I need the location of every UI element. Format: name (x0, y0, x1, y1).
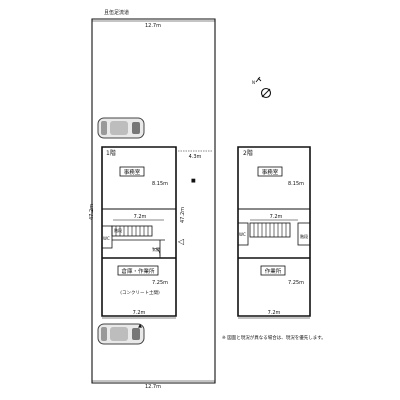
floor2-room-top-label: 事務室 (262, 168, 279, 176)
site-top-width: 12.7m (145, 23, 161, 29)
floor2-wc-label: WC (239, 232, 246, 237)
floor1-plan (101, 146, 177, 317)
car-icon (97, 117, 145, 139)
floor2-stair-label: 階段 (300, 233, 308, 239)
svg-text:■: ■ (191, 178, 196, 184)
floor2-room-bottom-depth: 7.25m (288, 280, 304, 286)
floor1-room-top-label: 事務室 (124, 168, 141, 176)
floor1-entry-label: 玄関 (152, 246, 160, 252)
car-icon (97, 323, 145, 345)
floor1-room-bottom-label: 倉庫・作業所 (121, 267, 155, 275)
floor2-bottom-width: 7.2m (268, 310, 281, 316)
floor2-mid-width: 7.2m (270, 214, 283, 220)
north-arrow-icon: N (252, 76, 272, 99)
north-letter: N (252, 80, 255, 85)
site-depth-left: 47.2m (89, 204, 95, 220)
svg-text:◁: ◁ (177, 237, 184, 246)
floor1-title: 1階 (106, 149, 116, 157)
floor1-stair-label: 階段 (114, 227, 122, 233)
floor1-mid-width: 7.2m (134, 214, 147, 220)
floor2-plan (237, 146, 311, 317)
floor2-room-top-depth: 8.15m (288, 181, 304, 187)
svg-text:▲: ▲ (138, 323, 142, 329)
road-label: 且伍足流道 (104, 9, 129, 16)
floor1-wc-label: WC (103, 236, 110, 241)
setback-dimension: 4.3m (189, 154, 202, 160)
floor2-title: 2階 (243, 149, 253, 157)
site-depth-right: 47.2m (180, 207, 186, 223)
floor1-bottom-width: 7.2m (133, 310, 146, 316)
drawing-note: ※ 図面と現況が異なる場合は、現況を優先します。 (222, 334, 326, 341)
site-bottom-width: 12.7m (145, 384, 161, 390)
floor2-room-bottom-label: 作業所 (265, 267, 282, 275)
floor1-room-top-depth: 8.15m (152, 181, 168, 187)
floor1-room-bottom-note: (コンクリート土間) (120, 289, 160, 296)
floor1-room-bottom-depth: 7.25m (152, 280, 168, 286)
